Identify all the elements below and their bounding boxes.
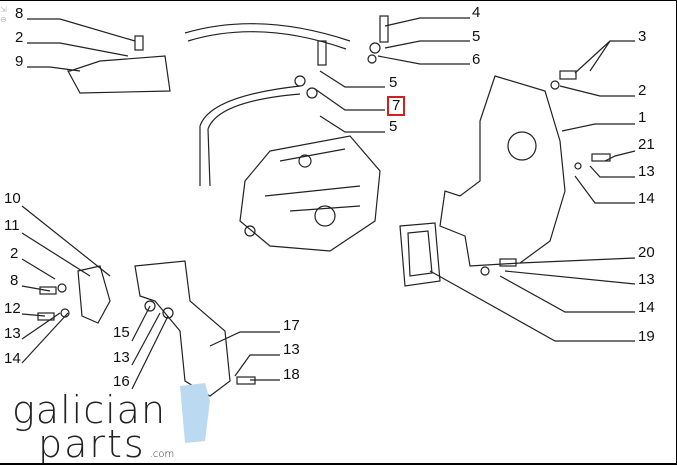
part-label[interactable]: 2: [638, 82, 647, 99]
part-label[interactable]: 5: [389, 118, 398, 135]
part-label[interactable]: 13: [638, 163, 655, 180]
leader-lines: [21, 17, 636, 390]
zoom-icon[interactable]: ⊖: [0, 15, 7, 24]
part-label[interactable]: 3: [638, 28, 647, 45]
part-label[interactable]: 20: [638, 244, 655, 261]
logo-word-galician: galician: [12, 388, 167, 432]
part-label[interactable]: 8: [10, 272, 19, 289]
part-label[interactable]: 1: [638, 109, 647, 126]
part-label[interactable]: 5: [389, 74, 398, 91]
part-label[interactable]: 14: [638, 299, 655, 316]
part-label[interactable]: 17: [283, 317, 300, 334]
part-label[interactable]: 2: [15, 29, 24, 46]
part-label[interactable]: 13: [4, 325, 21, 342]
expand-icon[interactable]: ⇲: [0, 5, 7, 14]
part-label[interactable]: 5: [472, 28, 481, 45]
part-label[interactable]: 14: [638, 190, 655, 207]
part-label[interactable]: 12: [4, 300, 21, 317]
logo-suffix: .com: [149, 449, 175, 460]
part-label[interactable]: 19: [638, 328, 655, 345]
part-label[interactable]: 14: [4, 350, 21, 367]
plate-1: [439, 75, 566, 267]
part-label[interactable]: 13: [638, 271, 655, 288]
hose-left: [199, 85, 301, 187]
hose-top: [184, 23, 351, 50]
injection-pump: [239, 135, 381, 252]
bolts: [37, 15, 611, 385]
part-label[interactable]: 8: [15, 5, 24, 22]
part-label[interactable]: 4: [472, 4, 481, 21]
galicianparts-logo: galician parts.com: [12, 388, 175, 463]
part-label[interactable]: 10: [4, 190, 21, 207]
part-label[interactable]: 18: [283, 366, 300, 383]
logo-second-row: parts.com: [38, 425, 175, 463]
part-label[interactable]: 15: [113, 324, 130, 341]
part-label[interactable]: 9: [15, 53, 24, 70]
bracket-17: [134, 260, 231, 397]
logo-word-parts: parts: [38, 422, 146, 465]
part-label[interactable]: 11: [4, 217, 20, 234]
part-label[interactable]: 6: [472, 51, 481, 68]
viewer-toolbar-icons: ⇲⊖: [0, 5, 10, 25]
part-label[interactable]: 21: [638, 136, 655, 153]
part-label[interactable]: 13: [283, 341, 300, 358]
part-label[interactable]: 16: [113, 373, 130, 390]
part-label-highlighted[interactable]: 7: [387, 96, 406, 116]
part-label[interactable]: 2: [10, 245, 19, 262]
plate-11: [77, 265, 111, 324]
bracket-9: [66, 55, 171, 94]
logo-accent-shape: [180, 383, 210, 443]
gasket-19: [399, 222, 441, 287]
part-label[interactable]: 13: [113, 349, 130, 366]
